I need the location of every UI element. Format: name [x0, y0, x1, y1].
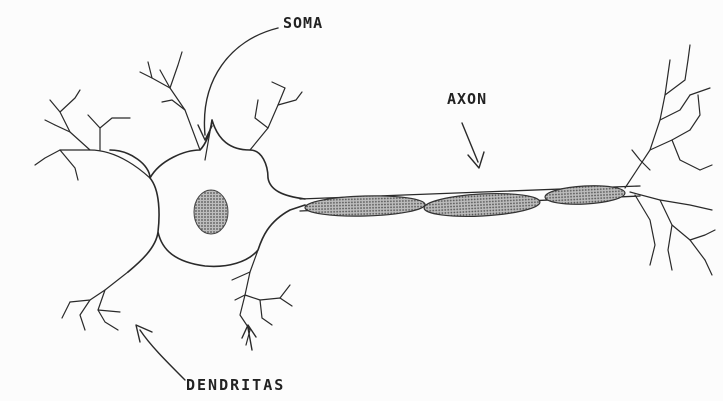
myelin-sheath	[305, 184, 626, 219]
nucleus	[194, 190, 228, 234]
axon-pointer-arrow	[462, 123, 484, 168]
dendrites-label: DENDRITAS	[186, 376, 285, 394]
myelin-segment	[545, 184, 626, 206]
myelin-segment	[424, 191, 541, 219]
soma-label: SOMA	[283, 14, 323, 32]
axon-label: AXON	[447, 90, 487, 108]
soma-pointer-arrow	[198, 28, 278, 140]
dendrites-pointer-arrow	[136, 325, 185, 380]
